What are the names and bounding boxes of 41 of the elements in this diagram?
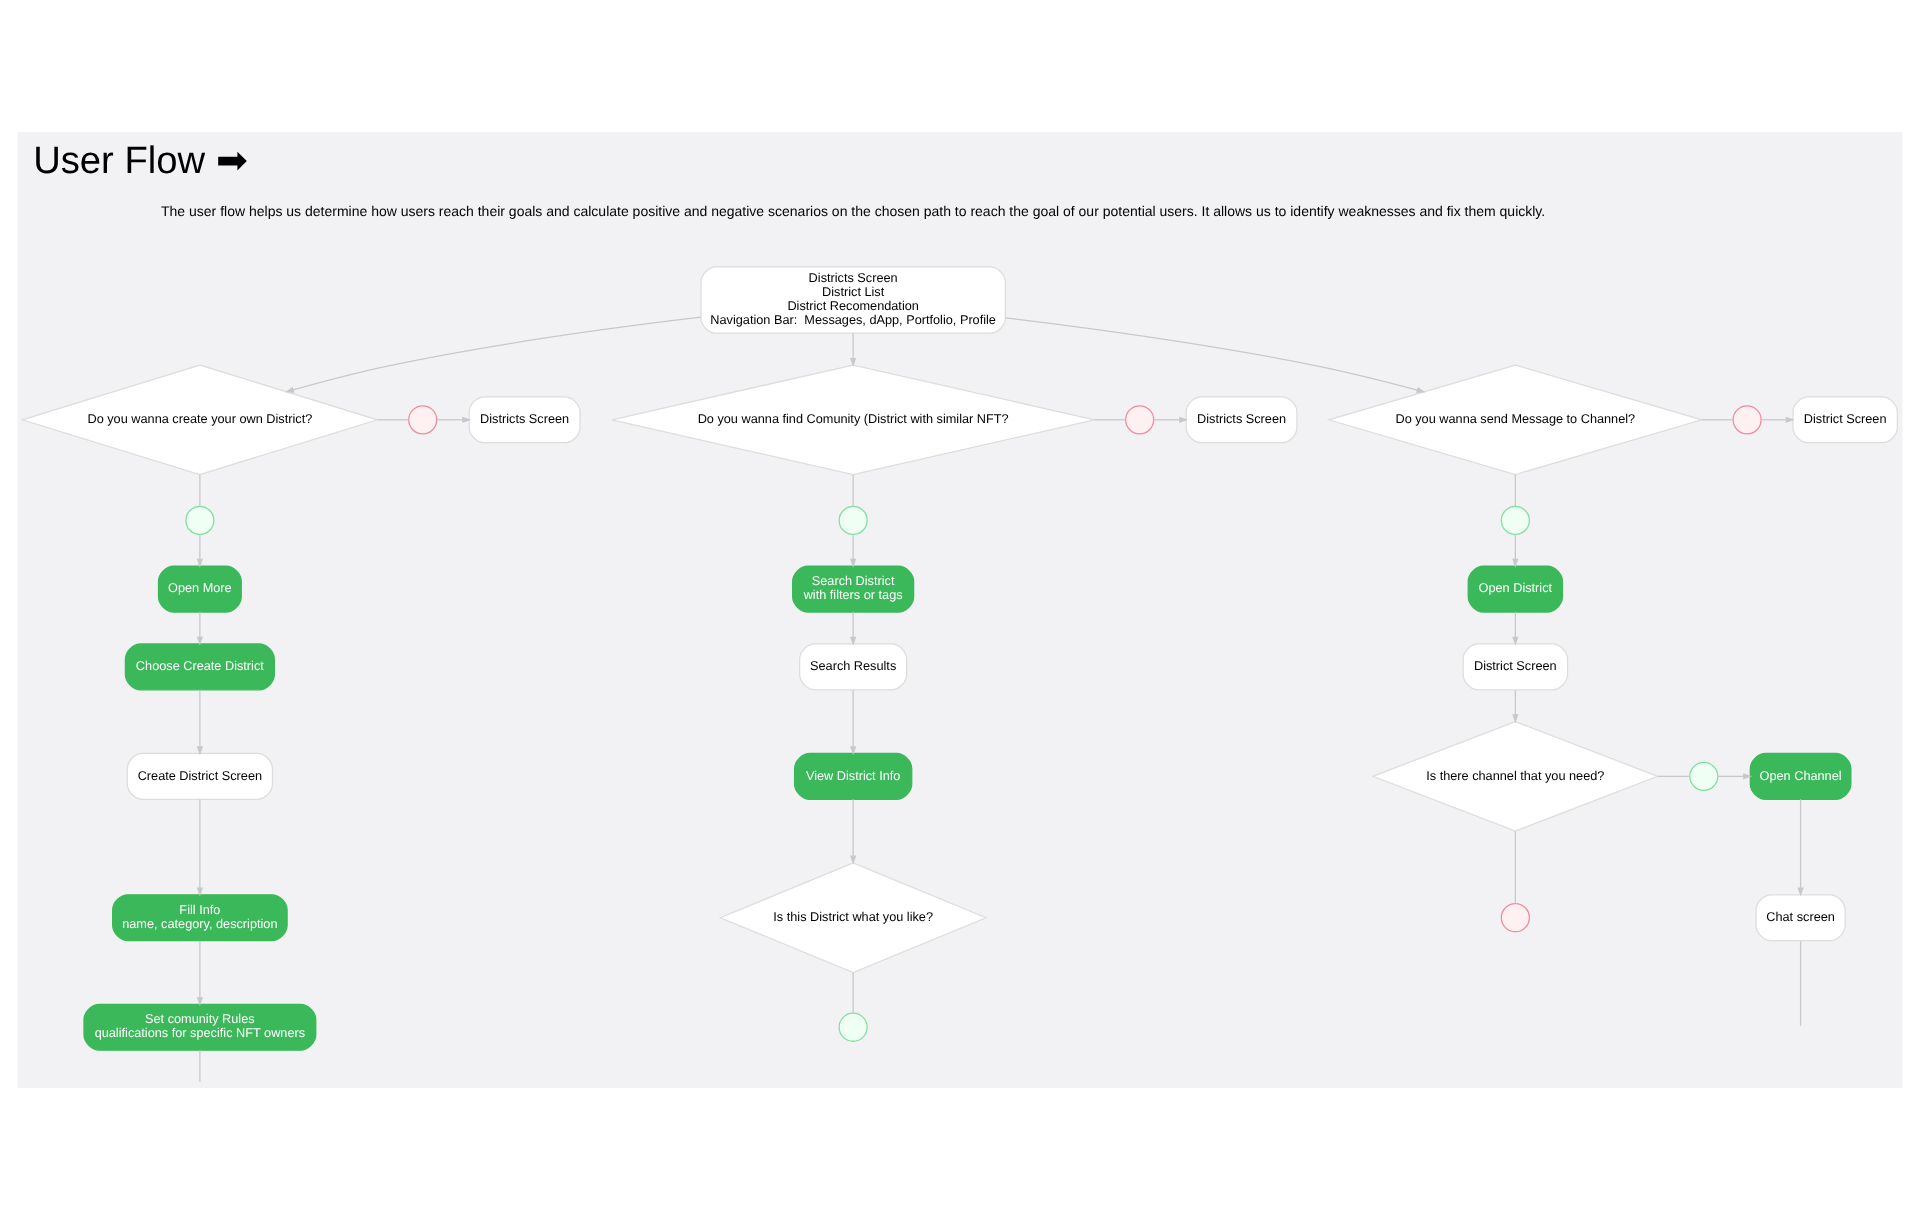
node-circle [1689, 761, 1719, 791]
node-circle [1732, 405, 1762, 435]
arrow [1760, 416, 1795, 423]
arrow [1717, 773, 1752, 780]
arrow [196, 689, 203, 756]
connector [1701, 419, 1734, 421]
node-circle [838, 1012, 868, 1042]
arrow [196, 533, 203, 568]
arrow [1512, 533, 1519, 568]
node-circle [838, 505, 868, 536]
arrow [850, 611, 857, 646]
arrow [436, 416, 472, 423]
arrow [850, 533, 857, 568]
connector [199, 1049, 201, 1083]
connector [376, 419, 410, 421]
node-circle [185, 505, 215, 536]
connector [852, 971, 854, 1014]
arrow [1153, 416, 1189, 423]
node-circle [1500, 505, 1530, 536]
node-circle [408, 405, 438, 435]
connector [199, 474, 201, 507]
connector [852, 474, 854, 507]
arrow [1797, 798, 1804, 897]
node-circle [1500, 903, 1530, 933]
arrow [285, 316, 702, 393]
arrow [1512, 611, 1519, 646]
arrow [196, 940, 203, 1007]
arrow [1004, 317, 1426, 393]
arrow [850, 332, 857, 367]
node-circle [1125, 405, 1155, 435]
arrow [850, 798, 857, 865]
connector [1799, 940, 1802, 1027]
arrow [1512, 689, 1519, 724]
connector [1657, 775, 1691, 777]
connector [1093, 419, 1127, 421]
arrow [196, 611, 203, 646]
diagram-title: User Flow ➡ [33, 140, 248, 183]
connector [1514, 474, 1516, 507]
arrow [196, 798, 203, 897]
arrow [850, 689, 857, 756]
connector [1514, 830, 1516, 905]
